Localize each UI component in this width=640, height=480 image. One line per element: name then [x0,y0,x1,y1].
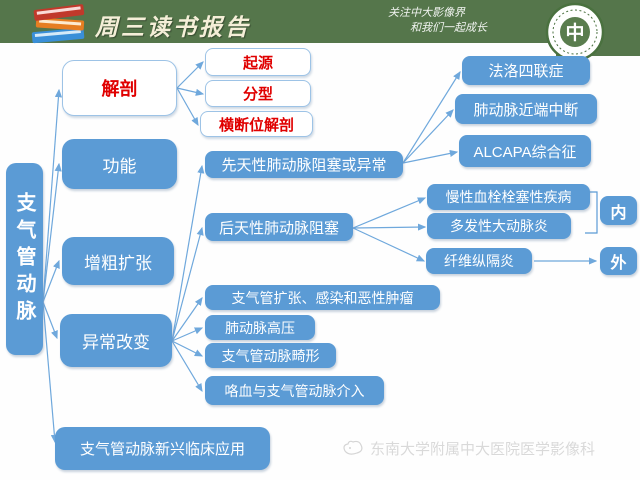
node-pulmonary-hypertension: 肺动脉高压 [205,315,315,340]
node-origin: 起源 [205,48,311,76]
page-title: 周三读书报告 [95,14,251,40]
node-anatomy: 解剖 [62,60,177,116]
node-hemoptysis-ba-intervention: 咯血与支气管动脉介入 [205,376,384,405]
node-bronchiectasis-infection-malignancy: 支气管扩张、感染和恶性肿瘤 [205,285,440,310]
hospital-seal-icon: 中 [545,2,605,62]
node-pa-proximal-interruption: 肺动脉近端中断 [455,94,597,124]
node-acquired-pa-obstruction: 后天性肺动脉阻塞 [205,213,353,241]
node-alcapa-syndrome: ALCAPA综合征 [459,135,591,167]
node-takayasu-arteritis: 多发性大动脉炎 [427,213,571,239]
node-dilation: 增粗扩张 [62,237,174,285]
watermark: 东南大学附属中大医院医学影像科 [341,438,595,459]
header-bar [0,0,640,43]
node-function: 功能 [62,139,177,189]
node-axial-anatomy: 横断位解剖 [200,111,313,137]
node-fibrosing-mediastinitis: 纤维纵隔炎 [426,248,532,274]
node-ba-malformation: 支气管动脉畸形 [205,343,336,368]
slogan-line-2: 和我们一起成长 [410,22,487,34]
seal-glyph: 中 [565,21,584,44]
node-tag-inner: 内 [600,196,637,225]
header-slogan: 关注中大影像界 和我们一起成长 [388,6,548,36]
node-root-bronchial-artery: 支气管动脉 [6,163,43,355]
slogan-line-1: 关注中大影像界 [388,7,465,19]
books-stack-icon [31,4,85,44]
node-tag-outer: 外 [600,247,637,275]
doodle-logo-icon [343,440,363,455]
node-tetralogy-of-fallot: 法洛四联症 [462,56,590,85]
node-emerging-clinical-applications: 支气管动脉新兴临床应用 [55,427,270,470]
node-abnormal-change: 异常改变 [60,314,172,367]
node-chronic-thromboembolic-disease: 慢性血栓栓塞性疾病 [427,184,590,210]
node-congenital-pa-obstruction: 先天性肺动脉阻塞或异常 [205,151,403,178]
node-typing: 分型 [205,80,311,107]
watermark-text: 东南大学附属中大医院医学影像科 [370,441,596,458]
